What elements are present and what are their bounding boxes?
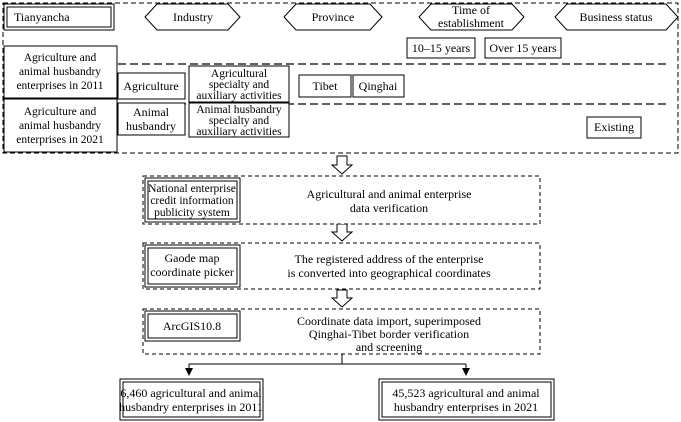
step1-group: National enterprise credit information p… bbox=[142, 175, 541, 225]
animal-specialty-line3: auxiliary activities bbox=[196, 126, 282, 138]
step1-source-line1: National enterprise bbox=[148, 183, 236, 195]
agri-specialty-box: Agricultural specialty and auxiliary act… bbox=[188, 65, 290, 103]
year-2021-box: Agriculture and animal husbandry enterpr… bbox=[3, 98, 118, 153]
agri-specialty-line2: specialty and bbox=[209, 79, 270, 91]
animal-husbandry-line2: husbandry bbox=[126, 119, 176, 133]
time-over-15-box: Over 15 years bbox=[484, 37, 562, 59]
result-2021-box: 45,523 agricultural and animal husbandry… bbox=[378, 378, 555, 421]
filter-region-border bbox=[2, 2, 679, 154]
step3-group: ArcGIS10.8 Coordinate data import, super… bbox=[142, 308, 541, 355]
hex-industry: Industry bbox=[144, 3, 241, 31]
year-2011-line1: Agriculture and bbox=[24, 52, 97, 64]
result-2011-line1: 6,460 agricultural and animal bbox=[120, 386, 262, 400]
hex-time-label-line2: establishment bbox=[438, 16, 505, 30]
hex-status: Business status bbox=[554, 3, 679, 31]
hollow-arrow-2 bbox=[330, 223, 354, 242]
province-tibet-label: Tibet bbox=[313, 79, 339, 93]
animal-specialty-line2: specialty and bbox=[209, 115, 270, 127]
year-2021-line2: animal husbandry bbox=[19, 120, 101, 132]
province-qinghai-box: Qinghai bbox=[352, 74, 405, 98]
province-qinghai-label: Qinghai bbox=[359, 79, 398, 93]
step2-action-line1: The registered address of the enterprise bbox=[295, 252, 484, 266]
hex-industry-label: Industry bbox=[173, 10, 213, 24]
step1-source-line3: publicity system bbox=[154, 207, 230, 219]
animal-specialty-line1: Animal husbandry bbox=[196, 104, 282, 116]
agriculture-box: Agriculture bbox=[117, 72, 186, 100]
step2-group: Gaode map coordinate picker The register… bbox=[142, 242, 541, 290]
animal-husbandry-line1: Animal bbox=[133, 105, 170, 119]
step2-source-line1: Gaode map bbox=[165, 251, 220, 265]
time-over-15-label: Over 15 years bbox=[489, 41, 557, 55]
step3-source-label: ArcGIS10.8 bbox=[163, 319, 221, 333]
step3-action-line3: and screening bbox=[356, 340, 422, 354]
time-10-15-label: 10–15 years bbox=[412, 41, 471, 55]
year-2021-line3: enterprises in 2021 bbox=[16, 134, 104, 146]
status-existing-label: Existing bbox=[594, 120, 634, 134]
year-2021-line1: Agriculture and bbox=[24, 106, 97, 118]
year-2011-line2: animal husbandry bbox=[19, 66, 101, 78]
result-2021-line2: husbandry enterprises in 2021 bbox=[394, 400, 538, 414]
agriculture-label: Agriculture bbox=[123, 79, 178, 93]
step1-source-line2: credit information bbox=[150, 195, 234, 207]
hex-time: Time of establishment bbox=[418, 3, 525, 31]
result-2021-line1: 45,523 agricultural and animal bbox=[392, 386, 540, 400]
year-2011-line3: enterprises in 2011 bbox=[16, 80, 103, 92]
time-10-15-box: 10–15 years bbox=[406, 37, 476, 59]
province-tibet-box: Tibet bbox=[298, 74, 352, 98]
hex-time-label-line1: Time of bbox=[452, 3, 490, 17]
status-existing-box: Existing bbox=[586, 116, 642, 139]
agri-specialty-line1: Agricultural bbox=[211, 68, 267, 80]
step3-action-line1: Coordinate data import, superimposed bbox=[297, 314, 481, 328]
hollow-arrow-3 bbox=[330, 289, 354, 308]
tianyancha-box: Tianyancha bbox=[3, 3, 115, 31]
step1-action-line1: Agricultural and animal enterprise bbox=[307, 187, 472, 201]
hex-status-label: Business status bbox=[579, 10, 652, 24]
step3-action-line2: Qinghai-Tibet border verification bbox=[309, 327, 469, 341]
split-connector bbox=[185, 354, 470, 376]
step1-action-line2: data verification bbox=[350, 201, 428, 215]
tianyancha-label: Tianyancha bbox=[14, 10, 70, 24]
animal-husbandry-box: Animal husbandry bbox=[117, 102, 186, 136]
animal-specialty-box: Animal husbandry specialty and auxiliary… bbox=[188, 102, 290, 138]
hollow-arrow-1 bbox=[330, 155, 354, 175]
result-2011-line2: husbandry enterprises in 2011 bbox=[119, 400, 263, 414]
step2-action-line2: is converted into geographical coordinat… bbox=[287, 266, 491, 280]
agri-specialty-line3: auxiliary activities bbox=[196, 90, 282, 102]
result-2011-box: 6,460 agricultural and animal husbandry … bbox=[119, 378, 264, 421]
year-2011-box: Agriculture and animal husbandry enterpr… bbox=[3, 45, 118, 99]
hex-province-label: Province bbox=[312, 10, 355, 24]
step2-source-line2: coordinate picker bbox=[150, 265, 234, 279]
hex-province: Province bbox=[283, 3, 383, 31]
